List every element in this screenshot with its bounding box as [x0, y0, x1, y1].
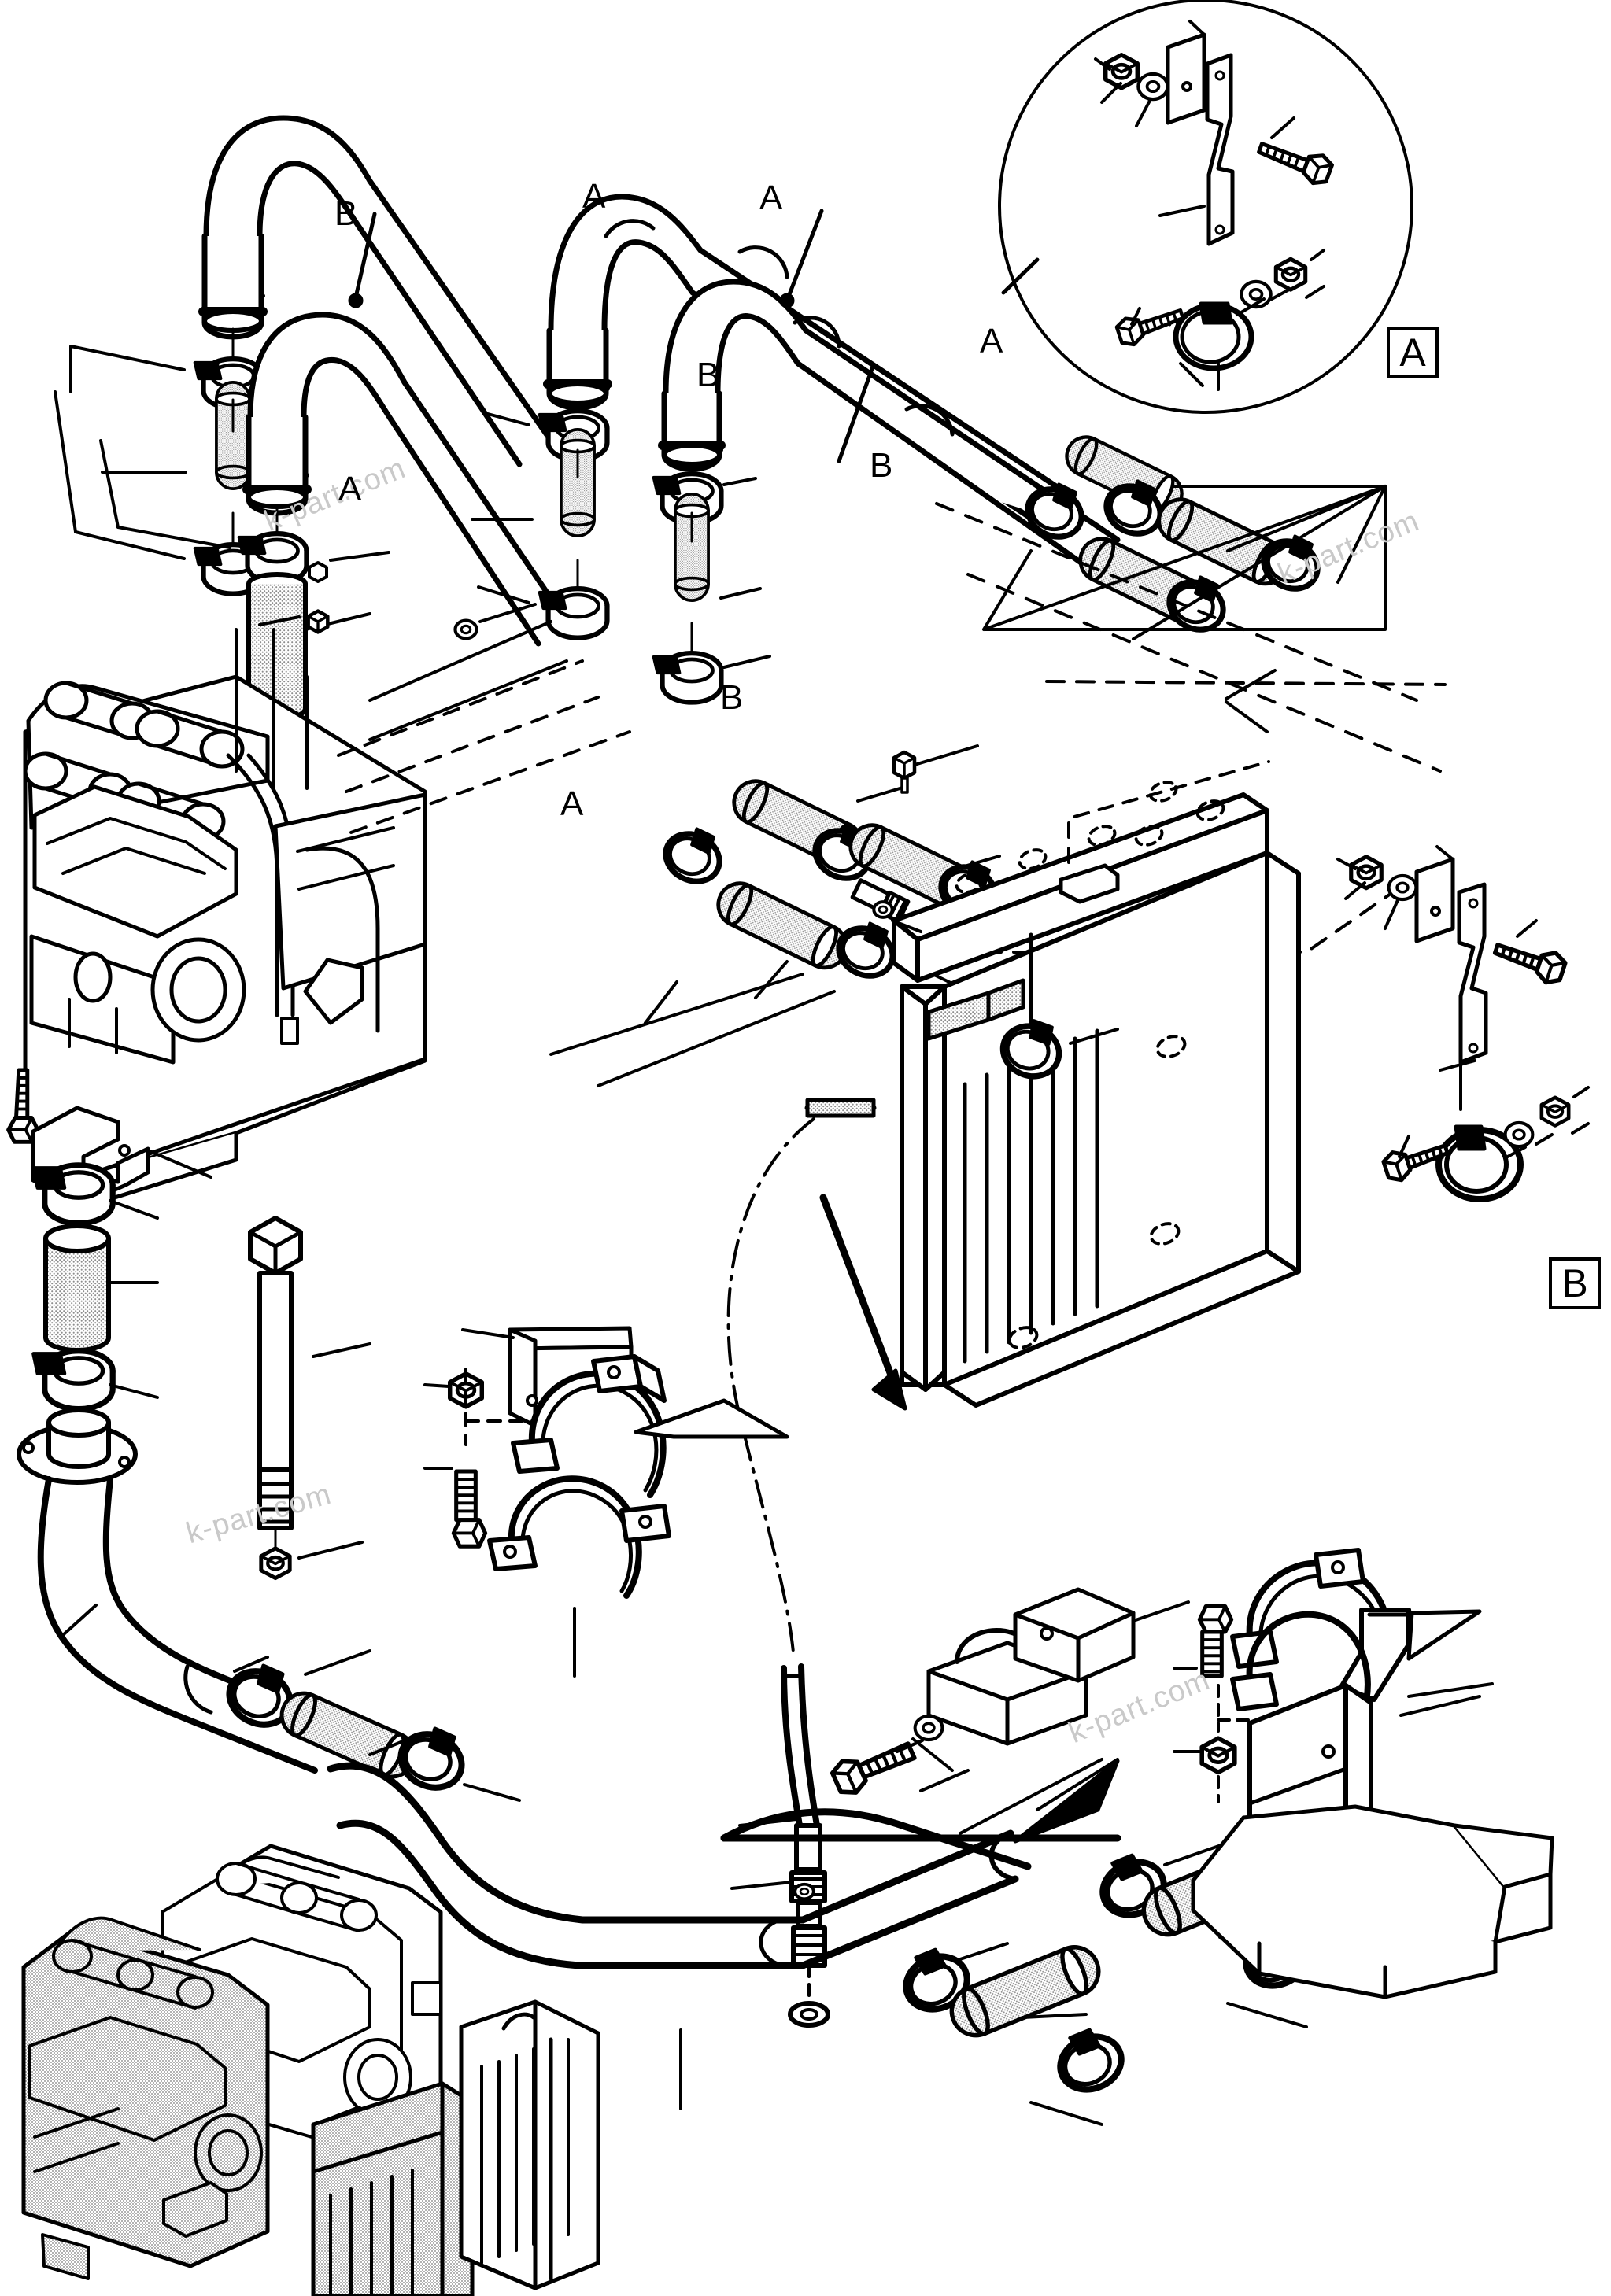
scattered-hardware — [258, 551, 1277, 1901]
engine-upper-left — [23, 620, 631, 1206]
callout-letter-a-4: A — [980, 322, 1003, 360]
drain-hose-fitting — [730, 1663, 830, 2028]
callout-letter-a-3: A — [759, 179, 783, 217]
callout-leaders — [348, 209, 1040, 463]
callout-letter-b-2: B — [696, 356, 720, 394]
callout-letter-a-5: A — [560, 784, 584, 823]
left-lower-group — [6, 1068, 521, 1802]
mid-pipe-sleeve-group — [549, 774, 1001, 1087]
pipe-mount-bracket — [830, 1587, 1190, 1795]
callout-letter-a-1: A — [338, 470, 362, 508]
callout-letter-b-4: B — [720, 678, 744, 717]
section-label-b: B — [1549, 1257, 1601, 1309]
detail-b-group — [1336, 845, 1590, 1202]
callout-letter-b-3: B — [870, 446, 893, 485]
long-bolt — [248, 1216, 371, 1578]
upper-left-pipe-group — [54, 115, 570, 722]
engine-lower-left — [21, 1844, 600, 2296]
section-label-a: A — [1387, 327, 1439, 378]
top-center-pipe-group — [471, 194, 1121, 705]
radiator-core — [726, 760, 1301, 1654]
bottom-right-mount — [1173, 1548, 1554, 1999]
center-bracket-group — [423, 1326, 789, 1678]
right-sleeve-bundle — [935, 430, 1447, 954]
saddle-upper — [511, 1354, 789, 1498]
callout-letter-b-1: B — [334, 194, 358, 233]
saddle-lower — [487, 1475, 671, 1599]
callout-letter-a-2: A — [582, 177, 606, 216]
detail-view-a-circle — [998, 0, 1413, 414]
